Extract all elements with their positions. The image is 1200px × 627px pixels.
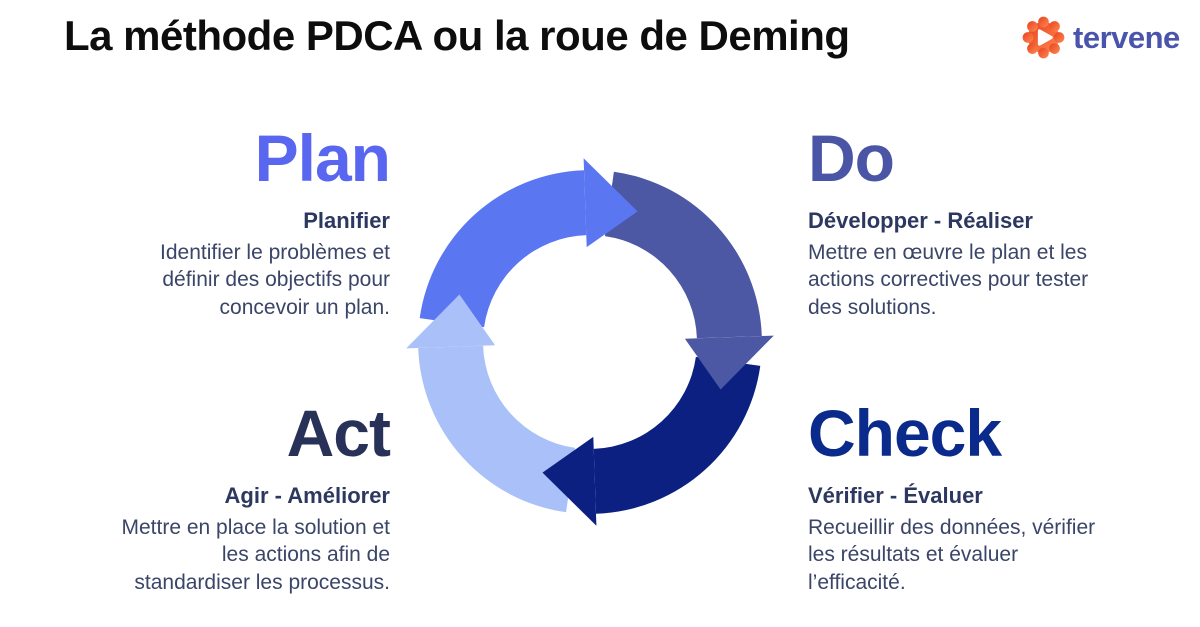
check-heading: Check: [808, 396, 1002, 470]
brand-logo: tervene: [1022, 16, 1180, 59]
check-arrowhead-icon: [542, 436, 597, 526]
act-subtitle: Agir - Améliorer: [224, 483, 390, 508]
do-subtitle: Développer - Réaliser: [808, 208, 1033, 233]
do-heading: Do: [808, 121, 895, 195]
act-arc: [418, 345, 576, 513]
pdca-cycle-diagram: [406, 158, 774, 526]
check-subtitle: Vérifier - Évaluer: [808, 483, 983, 508]
quadrant-plan: Plan Planifier Identifier le problèmes e…: [110, 121, 391, 321]
plan-arrowhead-icon: [583, 158, 638, 248]
brand-name: tervene: [1073, 19, 1180, 55]
plan-arc: [419, 170, 587, 328]
tervene-gear-icon: [1022, 16, 1065, 59]
do-description: Mettre en œuvre le plan et les actions c…: [808, 240, 1089, 319]
plan-subtitle: Planifier: [303, 208, 390, 233]
do-arc: [604, 171, 762, 339]
act-arrowhead-icon: [406, 294, 496, 349]
plan-description: Identifier le problèmes et définir des o…: [160, 240, 390, 319]
quadrant-do: Do Développer - Réaliser Mettre en œuvre…: [808, 125, 1103, 321]
act-description: Mettre en place la solution et les actio…: [121, 515, 391, 594]
plan-heading: Plan: [254, 121, 391, 195]
quadrant-check: Check Vérifier - Évaluer Recueillir des …: [808, 400, 1103, 596]
check-arc: [593, 356, 761, 514]
play-icon: [1037, 29, 1053, 46]
page-title: La méthode PDCA ou la roue de Deming: [64, 12, 850, 59]
quadrant-act: Act Agir - Améliorer Mettre en place la …: [105, 396, 392, 596]
act-heading: Act: [286, 396, 391, 470]
check-description: Recueillir des données, vérifier les rés…: [808, 515, 1096, 594]
do-arrowhead-icon: [684, 335, 774, 390]
